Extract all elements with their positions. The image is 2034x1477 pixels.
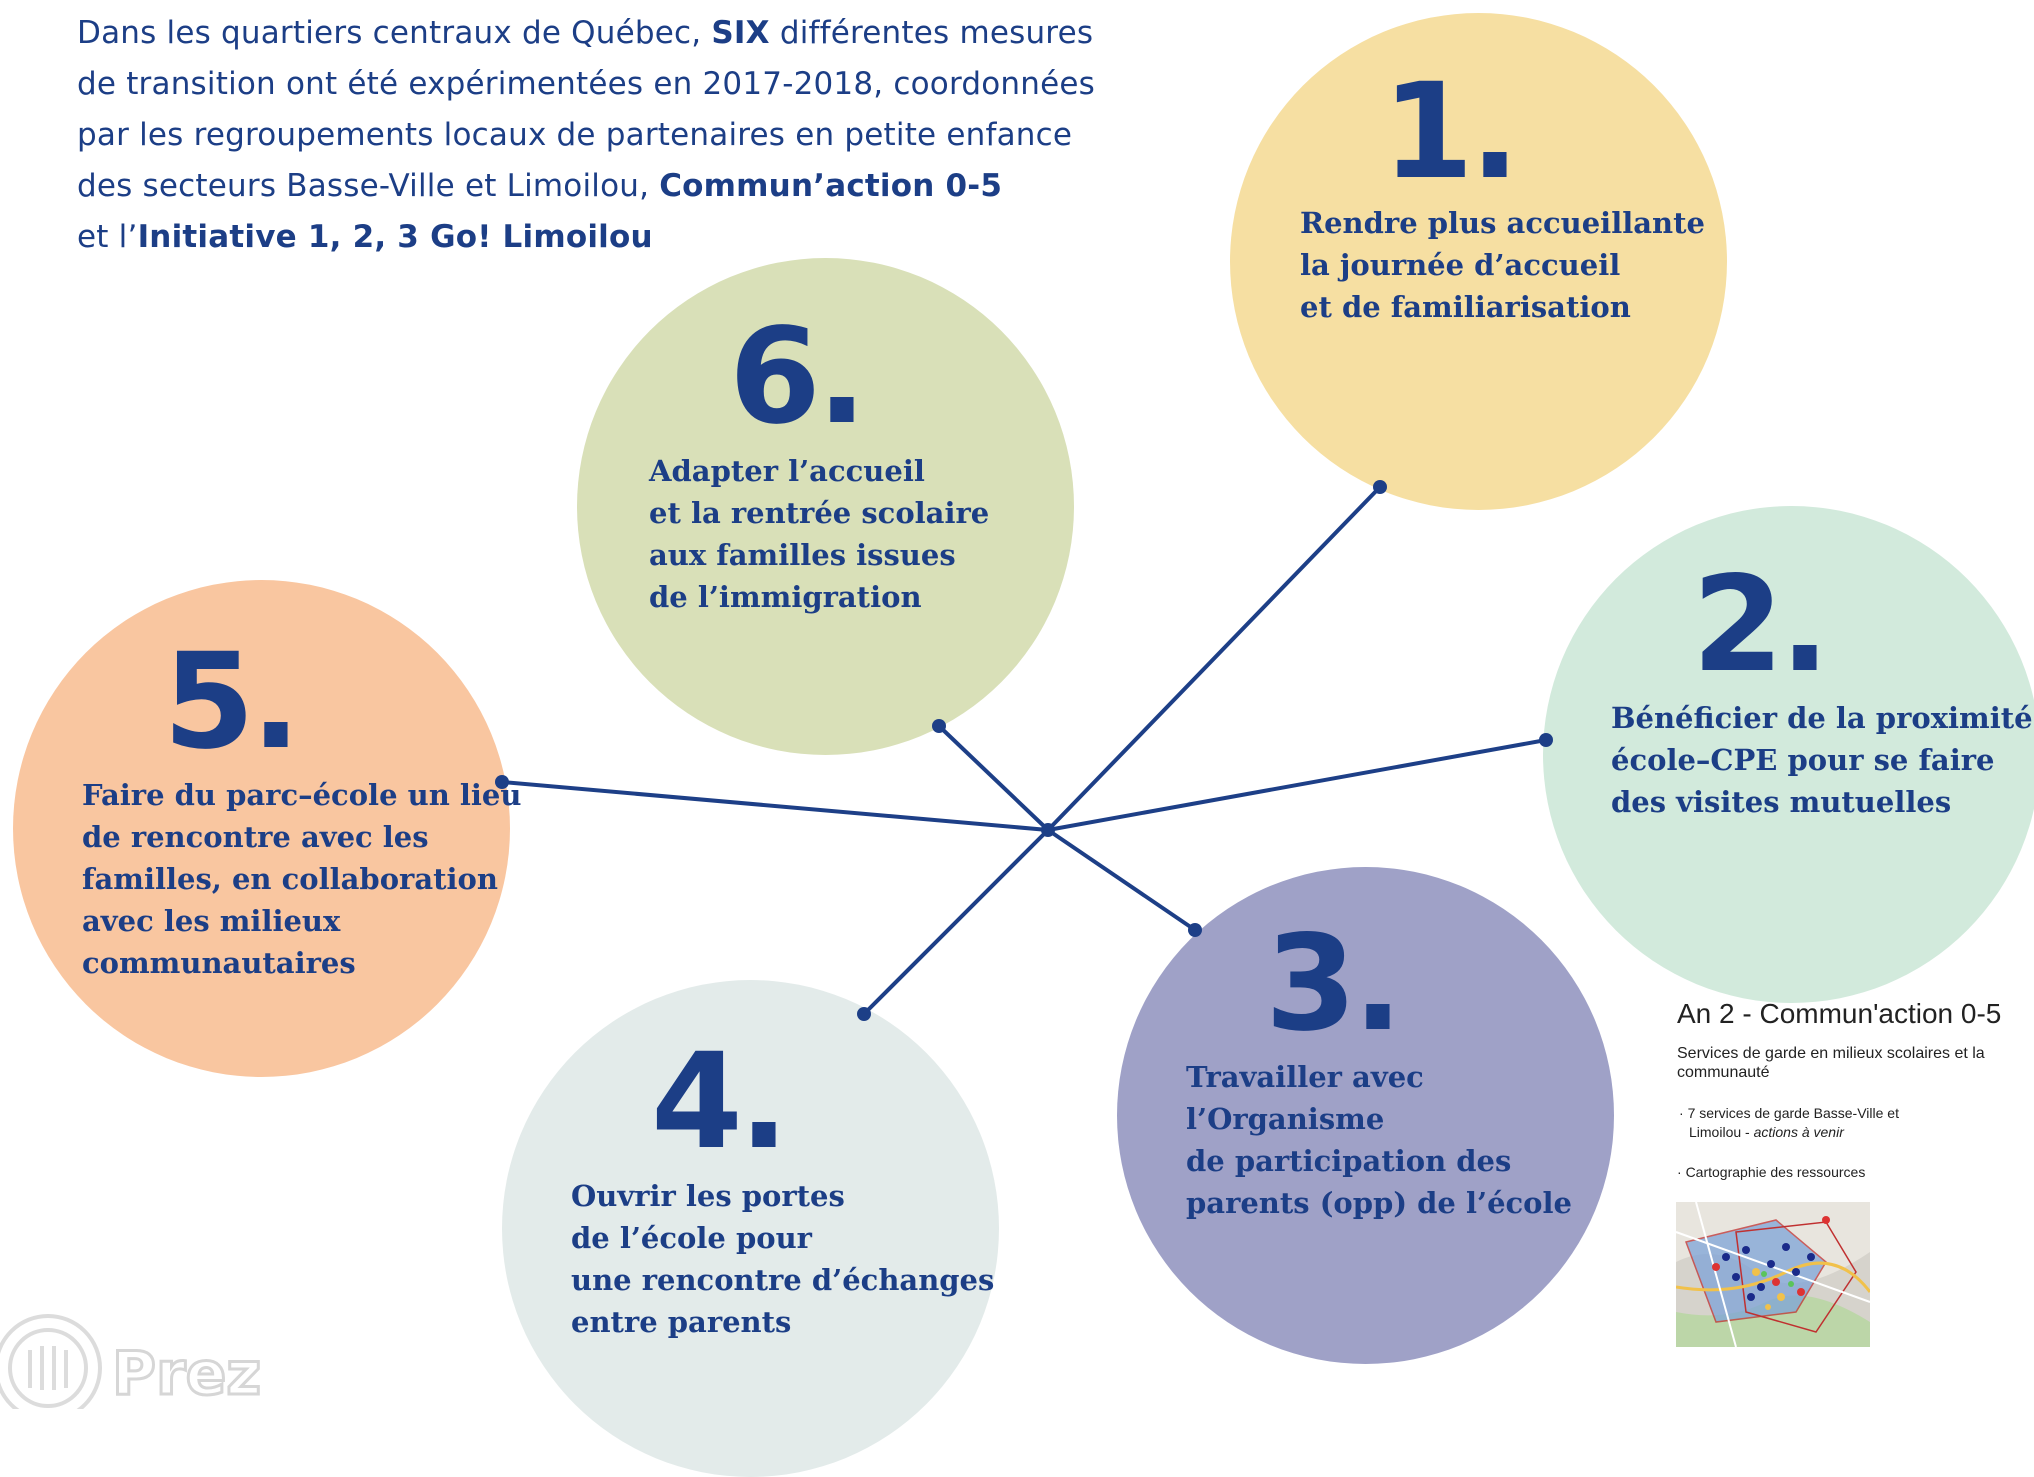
side-panel-title: An 2 - Commun'action 0-5 <box>1677 998 2002 1029</box>
measure-circle-2[interactable] <box>1543 506 2034 1003</box>
connector-dot-3 <box>1188 923 1202 937</box>
intro-line-5: et l’Initiative 1, 2, 3 Go! Limoilou <box>77 219 653 255</box>
measure-circle-4[interactable] <box>502 980 999 1477</box>
connector-line-3 <box>1046 828 1197 932</box>
intro-line-2: de transition ont été expérimentées en 2… <box>77 66 1095 102</box>
connector-line-6 <box>937 724 1050 832</box>
side-panel-subtitle: Services de garde en milieux scolaires e… <box>1677 1045 1985 1081</box>
resource-map-thumbnail[interactable] <box>1676 1202 1870 1347</box>
measure-number-6: 6. <box>729 300 867 454</box>
intro-line-4: des secteurs Basse-Ville et Limoilou, Co… <box>77 168 1003 204</box>
measure-circle-3[interactable] <box>1117 867 1614 1364</box>
intro-line-1: Dans les quartiers centraux de Québec, S… <box>77 15 1094 51</box>
measure-number-2: 2. <box>1692 548 1830 702</box>
connector-dot-1 <box>1373 480 1387 494</box>
prezi-watermark: Prezi <box>0 1310 283 1422</box>
connector-lines <box>495 480 1553 1021</box>
connector-line-1 <box>1046 485 1382 832</box>
side-bullet-1: · 7 services de garde Basse-Ville et Lim… <box>1679 1105 1899 1140</box>
prezi-watermark-text: Prezi <box>112 1339 260 1409</box>
connector-hub <box>1041 823 1055 837</box>
measure-number-3: 3. <box>1265 907 1403 1061</box>
connector-dot-4 <box>857 1007 871 1021</box>
connector-line-2 <box>1047 738 1547 832</box>
measure-circle-1[interactable] <box>1230 13 1727 510</box>
measure-circle-6[interactable] <box>577 258 1074 755</box>
measure-number-1: 1. <box>1382 55 1520 209</box>
side-panel[interactable]: An 2 - Commun'action 0-5 Services de gar… <box>1677 998 2034 1182</box>
intro-paragraph: Dans les quartiers centraux de Québec, S… <box>77 8 1227 263</box>
measure-circle-5[interactable] <box>13 580 510 1077</box>
intro-line-3: par les regroupements locaux de partenai… <box>77 117 1073 153</box>
connector-dot-2 <box>1539 733 1553 747</box>
measure-number-5: 5. <box>163 625 301 779</box>
side-bullet-2: · Cartographie des ressources <box>1677 1164 1866 1180</box>
connector-line-5 <box>501 780 1049 832</box>
connector-dot-5 <box>495 775 509 789</box>
connector-dot-6 <box>932 719 946 733</box>
measure-number-4: 4. <box>651 1025 789 1179</box>
connector-line-4 <box>862 828 1050 1016</box>
